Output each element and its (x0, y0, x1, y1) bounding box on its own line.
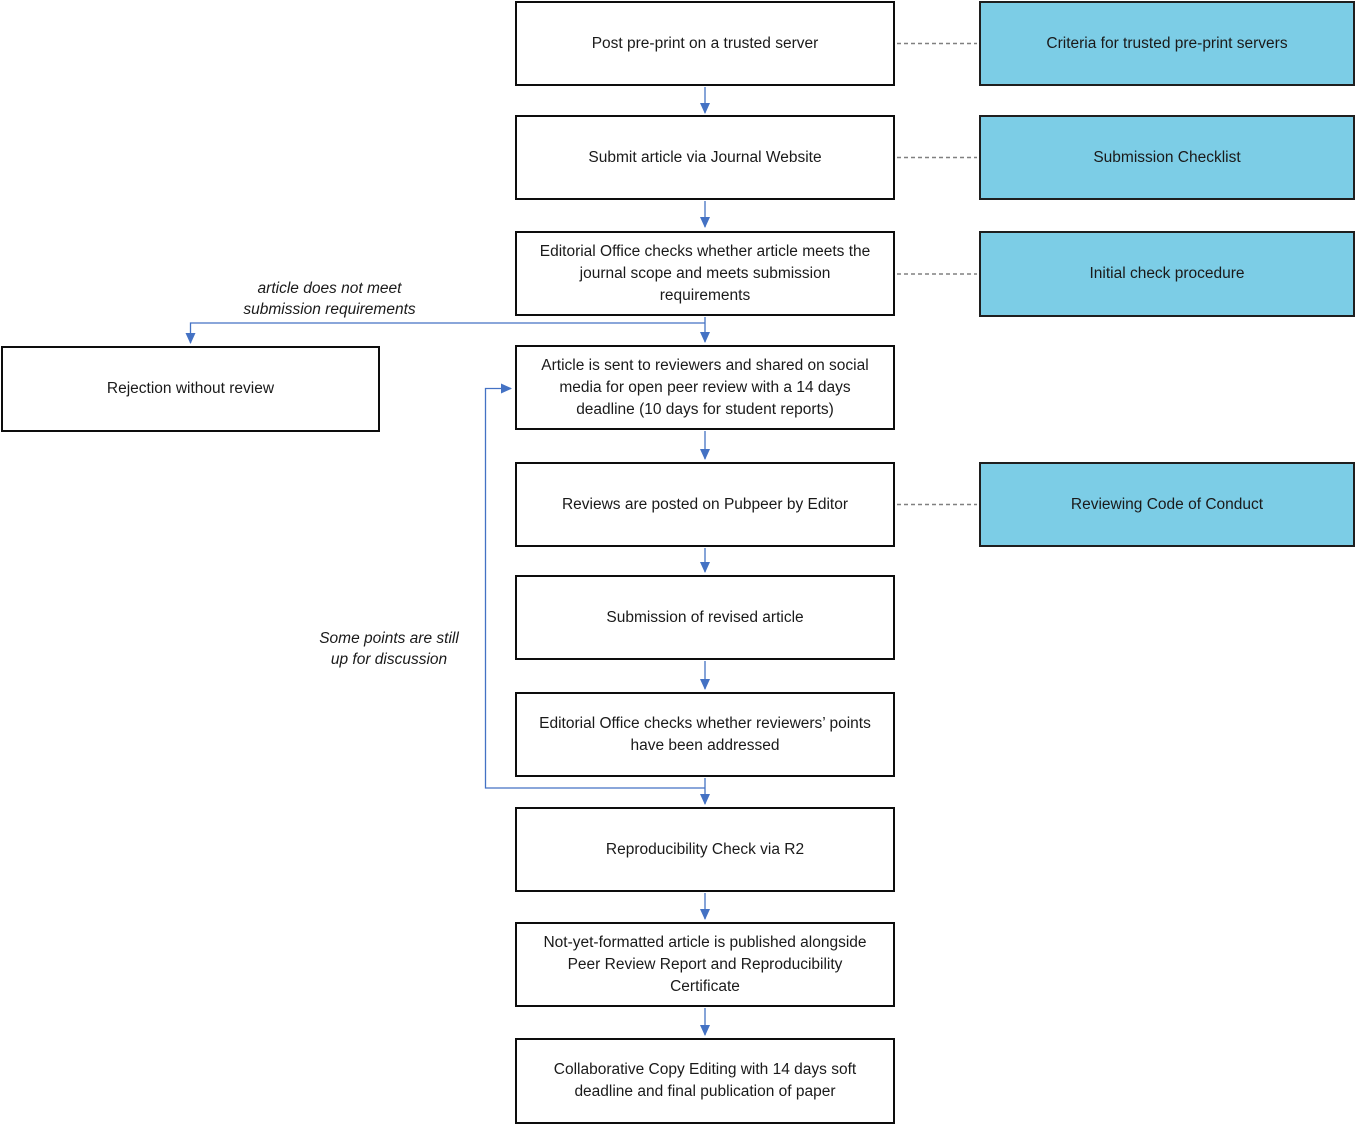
flow-node-editorial-check: Editorial Office checks whether article … (515, 231, 895, 316)
flow-node-reproducibility: Reproducibility Check via R2 (515, 807, 895, 892)
flow-node-points-addressed: Editorial Office checks whether reviewer… (515, 692, 895, 777)
flow-node-post-preprint: Post pre-print on a trusted server (515, 1, 895, 86)
flow-node-reviews-posted: Reviews are posted on Pubpeer by Editor (515, 462, 895, 547)
flow-node-copy-editing: Collaborative Copy Editing with 14 days … (515, 1038, 895, 1124)
side-note-initial-check: Initial check procedure (979, 231, 1355, 317)
flow-node-unformatted-publish: Not-yet-formatted article is published a… (515, 922, 895, 1007)
annotation-does-not-meet-requirements: article does not meet submission require… (243, 280, 416, 318)
annotation-points-up-for-discussion: Some points are still up for discussion (319, 630, 459, 668)
flow-node-submit-article: Submit article via Journal Website (515, 115, 895, 200)
side-note-submission-checklist: Submission Checklist (979, 115, 1355, 200)
flow-node-sent-to-reviewers: Article is sent to reviewers and shared … (515, 345, 895, 430)
flow-node-rejection: Rejection without review (1, 346, 380, 432)
side-note-preprint-criteria: Criteria for trusted pre-print servers (979, 1, 1355, 86)
flow-node-revised-submission: Submission of revised article (515, 575, 895, 660)
rejection-branch-arrow (185, 322, 705, 344)
side-note-code-of-conduct: Reviewing Code of Conduct (979, 462, 1355, 547)
